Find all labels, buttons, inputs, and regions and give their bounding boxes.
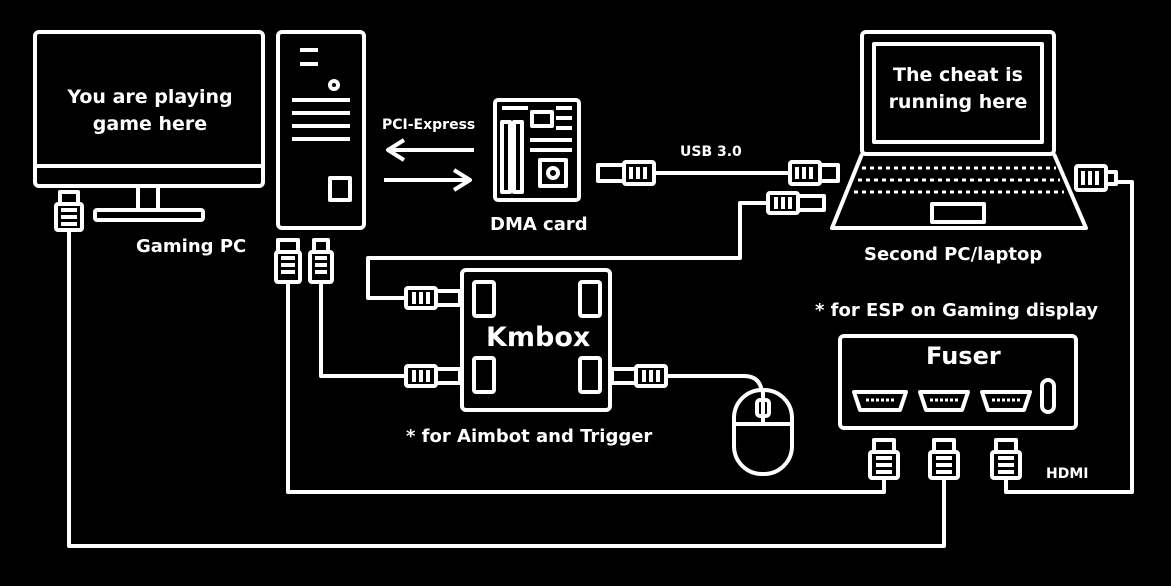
kmbox-laptop-cable bbox=[366, 201, 768, 300]
gaming-screen-text: You are playing game here bbox=[40, 84, 260, 138]
laptop-label: Second PC/laptop bbox=[864, 244, 1043, 265]
usb-plug-laptop bbox=[788, 160, 840, 186]
monitor-hdmi-plug bbox=[54, 190, 84, 240]
fuser-plug-2 bbox=[928, 438, 960, 486]
usb-label: USB 3.0 bbox=[680, 144, 742, 160]
pc-hdmi-plug bbox=[274, 238, 302, 292]
dma-card-label: DMA card bbox=[490, 214, 588, 235]
laptop-screen-line1: The cheat is bbox=[892, 64, 1023, 86]
monitor-fuser-cable bbox=[67, 240, 946, 548]
kmbox-device bbox=[460, 268, 612, 412]
fuser-device bbox=[838, 334, 1078, 430]
hdmi-label: HDMI bbox=[1046, 466, 1089, 482]
laptop-screen-line2: running here bbox=[888, 91, 1028, 113]
laptop bbox=[830, 30, 1088, 230]
dma-card bbox=[493, 98, 581, 202]
laptop-hdmi-plug bbox=[1074, 164, 1118, 192]
pc-fuser-cable bbox=[286, 292, 886, 494]
aimbot-note: * for Aimbot and Trigger bbox=[406, 426, 653, 447]
gaming-screen-line1: You are playing bbox=[67, 86, 233, 108]
usb-plug-laptop-kmbox bbox=[766, 191, 826, 215]
pci-express-label: PCI-Express bbox=[382, 117, 476, 133]
fuser-plug-3 bbox=[990, 180, 1134, 494]
kmbox-plug-bottom-left bbox=[404, 364, 462, 388]
laptop-screen-text: The cheat is running here bbox=[874, 62, 1042, 116]
gaming-screen-line2: game here bbox=[92, 113, 208, 135]
mouse-device bbox=[732, 388, 794, 476]
fuser-plug-1 bbox=[868, 438, 900, 486]
mouse-cable bbox=[666, 374, 764, 393]
kmbox-plug-mouse bbox=[610, 364, 668, 388]
pc-tower bbox=[276, 30, 366, 230]
esp-note: * for ESP on Gaming display bbox=[815, 300, 1099, 321]
kmbox-label: Kmbox bbox=[486, 322, 591, 353]
fuser-label: Fuser bbox=[926, 342, 1001, 370]
gaming-pc-label: Gaming PC bbox=[136, 236, 247, 257]
pci-arrows bbox=[384, 138, 474, 192]
pc-kmbox-cable bbox=[319, 292, 406, 378]
gaming-monitor bbox=[33, 30, 265, 222]
pc-usb-plug bbox=[308, 238, 334, 292]
usb-plug-dma bbox=[596, 160, 656, 186]
kmbox-plug-top-left bbox=[404, 286, 462, 310]
